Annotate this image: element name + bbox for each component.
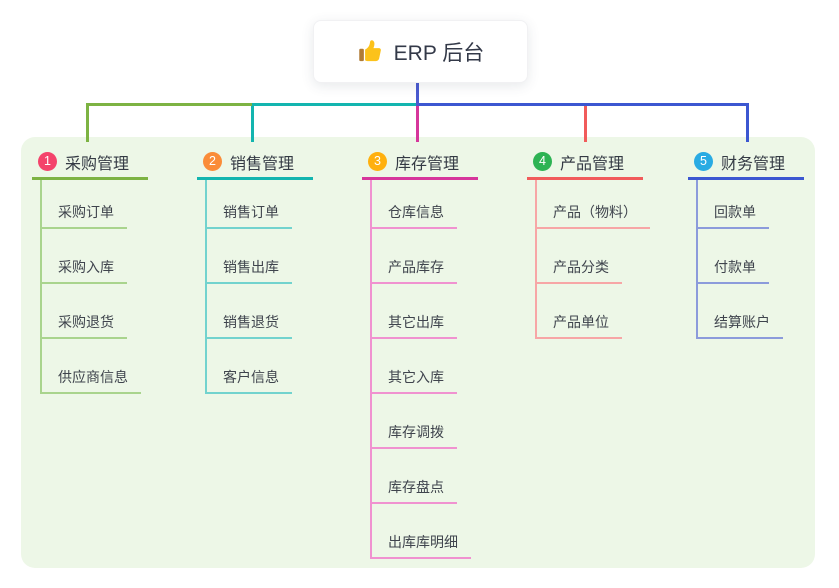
branch-node[interactable]: 4 产品管理 [527, 146, 643, 180]
connector-run-5 [416, 103, 749, 106]
child-node[interactable]: 产品单位 [537, 313, 622, 339]
branch-children: 采购订单采购入库采购退货供应商信息 [40, 180, 192, 394]
child-row: 产品库存 [372, 229, 457, 284]
thumbs-up-icon [358, 40, 381, 62]
child-row: 其它入库 [372, 339, 457, 394]
connector-drop-1 [86, 103, 89, 142]
branch-column-5: 5 财务管理 回款单付款单结算账户 [688, 146, 839, 339]
branch-number-badge: 2 [203, 152, 222, 171]
branch-label: 财务管理 [721, 155, 786, 173]
child-row: 回款单 [698, 180, 769, 229]
branch-label: 采购管理 [65, 155, 130, 173]
branch-node[interactable]: 1 采购管理 [32, 146, 148, 180]
root-node[interactable]: ERP 后台 [313, 20, 528, 83]
branch-number-badge: 5 [694, 152, 713, 171]
branch-column-3: 3 库存管理 仓库信息产品库存其它出库其它入库库存调拨库存盘点出库库明细 [362, 146, 522, 559]
branch-node[interactable]: 3 库存管理 [362, 146, 478, 180]
child-node[interactable]: 采购退货 [42, 313, 127, 339]
connector-run-2 [252, 103, 418, 106]
child-row: 销售退货 [207, 284, 292, 339]
child-node[interactable]: 出库库明细 [372, 533, 471, 559]
child-row: 产品单位 [537, 284, 622, 339]
child-node[interactable]: 库存调拨 [372, 423, 457, 449]
child-row: 产品（物料） [537, 180, 650, 229]
branch-children: 销售订单销售出库销售退货客户信息 [205, 180, 357, 394]
child-row: 其它出库 [372, 284, 457, 339]
connector-drop-2 [251, 103, 254, 142]
child-node[interactable]: 结算账户 [698, 313, 783, 339]
connector-run-1 [87, 103, 252, 106]
child-row: 采购退货 [42, 284, 127, 339]
root-label: ERP 后台 [393, 41, 485, 65]
child-row: 销售订单 [207, 180, 292, 229]
branch-label: 库存管理 [395, 155, 460, 173]
branch-children: 仓库信息产品库存其它出库其它入库库存调拨库存盘点出库库明细 [370, 180, 522, 559]
child-row: 仓库信息 [372, 180, 457, 229]
child-node[interactable]: 销售退货 [207, 313, 292, 339]
branch-number-badge: 3 [368, 152, 387, 171]
connector-drop-5 [746, 103, 749, 142]
child-node[interactable]: 销售出库 [207, 258, 292, 284]
child-node[interactable]: 其它入库 [372, 368, 457, 394]
child-node[interactable]: 其它出库 [372, 313, 457, 339]
child-row: 库存调拨 [372, 394, 457, 449]
branch-label: 产品管理 [560, 155, 625, 173]
child-node[interactable]: 产品（物料） [537, 203, 650, 229]
child-node[interactable]: 回款单 [698, 203, 769, 229]
child-row: 供应商信息 [42, 339, 141, 394]
branch-children: 产品（物料） 产品分类产品单位 [535, 180, 687, 339]
child-node[interactable]: 付款单 [698, 258, 769, 284]
branch-number-badge: 1 [38, 152, 57, 171]
branch-number-badge: 4 [533, 152, 552, 171]
child-row: 库存盘点 [372, 449, 457, 504]
child-row: 客户信息 [207, 339, 292, 394]
connector-drop-3 [416, 106, 419, 142]
child-row: 结算账户 [698, 284, 783, 339]
child-node[interactable]: 客户信息 [207, 368, 292, 394]
branch-children: 回款单付款单结算账户 [696, 180, 839, 339]
child-row: 销售出库 [207, 229, 292, 284]
child-node[interactable]: 产品分类 [537, 258, 622, 284]
connector-drop-4 [584, 106, 587, 142]
child-node[interactable]: 采购订单 [42, 203, 127, 229]
child-node[interactable]: 库存盘点 [372, 478, 457, 504]
branch-column-4: 4 产品管理 产品（物料） 产品分类产品单位 [527, 146, 687, 339]
mindmap-canvas-panel [21, 137, 815, 568]
branch-label: 销售管理 [230, 155, 295, 173]
child-row: 采购订单 [42, 180, 127, 229]
child-node[interactable]: 产品库存 [372, 258, 457, 284]
child-row: 出库库明细 [372, 504, 471, 559]
child-row: 采购入库 [42, 229, 127, 284]
child-row: 产品分类 [537, 229, 622, 284]
connector-root-stem [416, 83, 419, 106]
child-node[interactable]: 供应商信息 [42, 368, 141, 394]
branch-node[interactable]: 5 财务管理 [688, 146, 804, 180]
child-node[interactable]: 仓库信息 [372, 203, 457, 229]
branch-column-1: 1 采购管理 采购订单采购入库采购退货供应商信息 [32, 146, 192, 394]
branch-node[interactable]: 2 销售管理 [197, 146, 313, 180]
child-row: 付款单 [698, 229, 769, 284]
child-node[interactable]: 采购入库 [42, 258, 127, 284]
branch-column-2: 2 销售管理 销售订单销售出库销售退货客户信息 [197, 146, 357, 394]
child-node[interactable]: 销售订单 [207, 203, 292, 229]
